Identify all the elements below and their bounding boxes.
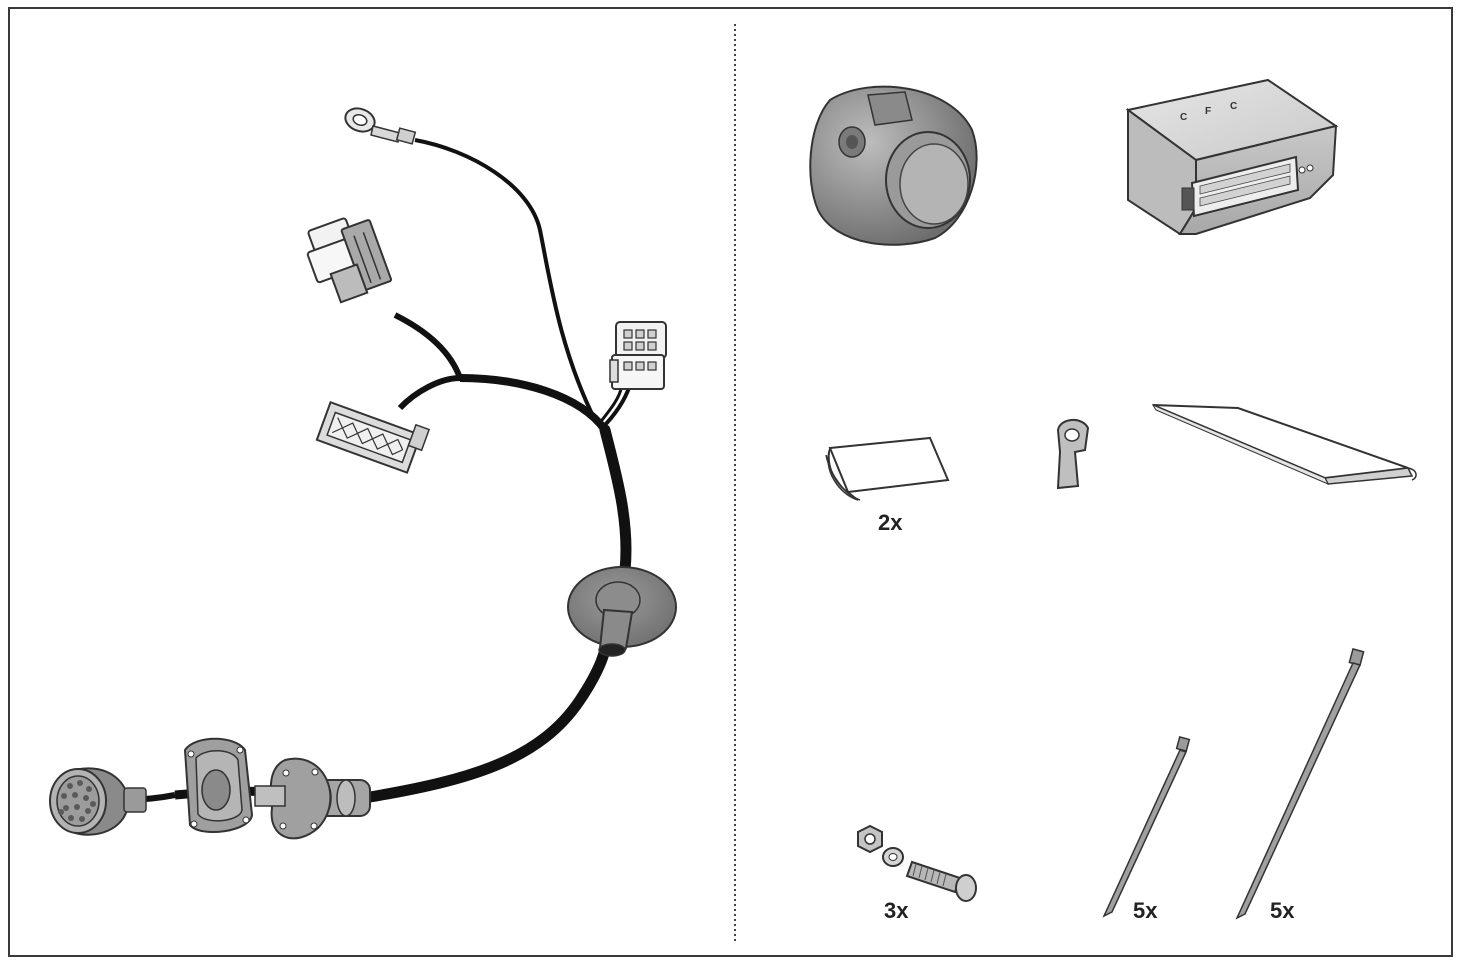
cable-tie-long-quantity: 5x <box>1270 898 1295 923</box>
bolt-nut-washer-icon <box>857 824 977 902</box>
badge-letter-1: C <box>1180 112 1187 123</box>
adhesive-pad-icon <box>825 436 950 501</box>
badge-letter-3: C <box>1230 101 1237 112</box>
diagram-frame <box>8 7 1453 957</box>
cable-tie-long-icon <box>1235 648 1365 920</box>
cable-tie-short-icon <box>1102 735 1191 918</box>
adhesive-pad-quantity: 2x <box>878 510 903 535</box>
earth-tab-icon <box>1056 419 1090 490</box>
bolt-set-quantity: 3x <box>884 898 909 923</box>
badge-letter-2: F <box>1205 106 1211 117</box>
instruction-sheet-icon <box>1151 403 1417 485</box>
trailer-socket-icon <box>809 85 978 246</box>
cable-tie-short-quantity: 5x <box>1133 898 1158 923</box>
control-module-icon: C F C <box>1125 78 1339 236</box>
wiring-harness-icon <box>49 107 677 840</box>
